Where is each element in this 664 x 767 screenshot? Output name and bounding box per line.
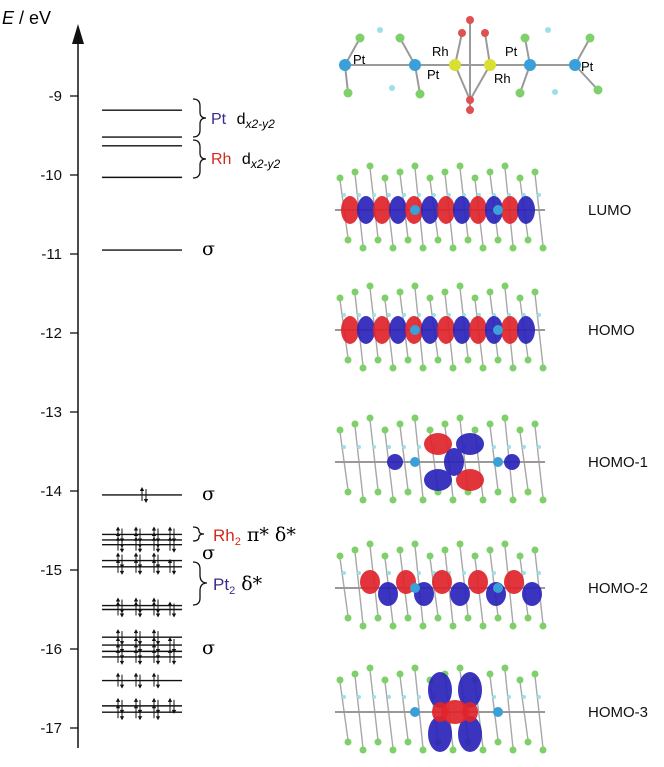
axis-tick-label: -12 xyxy=(40,325,62,342)
electron-pair-icon xyxy=(151,648,161,665)
pt-orbital-d: d xyxy=(237,111,246,128)
electron-pair-icon xyxy=(167,536,177,553)
electron-pair-icon xyxy=(151,704,161,721)
pt-atom-icon xyxy=(409,59,421,71)
structure-label-rh: Rh xyxy=(432,44,449,59)
pt2-delta-label: Pt2 δ* xyxy=(213,573,263,597)
pt-atom-icon xyxy=(339,59,351,71)
electron-pair-icon xyxy=(151,536,161,553)
rh-atom-icon xyxy=(449,59,461,71)
structure-atom-labels: Pt Pt Rh Rh Pt Pt xyxy=(353,44,594,86)
rh-atom-icon xyxy=(484,59,496,71)
rh-orbital-d: d xyxy=(242,151,251,168)
rh2-label: Rh xyxy=(213,526,235,545)
brace-pt2 xyxy=(192,561,208,606)
homo-isosurface-icon xyxy=(335,282,547,372)
electron-pair-icon xyxy=(115,704,125,721)
pt-label: Pt xyxy=(211,111,227,128)
electron-pair-icon xyxy=(151,601,161,618)
orbital-label: HOMO-2 xyxy=(588,580,648,597)
electron-pair-icon xyxy=(151,558,161,575)
structure-label-pt: Pt xyxy=(581,59,594,74)
electron-pair-icon xyxy=(115,601,125,618)
brace-rh2 xyxy=(192,526,205,542)
sigma-label-homo: σ xyxy=(202,483,215,505)
structure-metal-atoms xyxy=(339,59,581,71)
axis-title-symbol: E xyxy=(2,8,15,28)
axis-tick-label: -15 xyxy=(40,562,62,579)
structure-ligand-atoms xyxy=(343,16,603,114)
rh2-pi-delta-label: Rh2 π* δ* xyxy=(213,524,296,548)
electron-pair-icon xyxy=(115,672,125,689)
lumo-isosurface-icon xyxy=(335,162,547,252)
rh-orbital-sub: x2-y2 xyxy=(250,157,281,171)
pt-atom-icon xyxy=(569,59,581,71)
axis-tick-label: -9 xyxy=(49,88,62,105)
pt-orbital-sub: x2-y2 xyxy=(244,117,275,131)
electron-pair-icon xyxy=(115,536,125,553)
orbital-label: HOMO-3 xyxy=(588,704,648,721)
structure-label-rh: Rh xyxy=(494,71,511,86)
electron-pair-icon xyxy=(115,558,125,575)
axis-title: E / eV xyxy=(2,8,51,28)
orbital-label: HOMO xyxy=(588,322,635,339)
electron-pair-icon xyxy=(133,648,143,665)
pt2-orbitals: δ* xyxy=(241,573,262,595)
electron-pair-icon xyxy=(167,648,177,665)
pt2-sub: 2 xyxy=(229,585,235,597)
rh-label: Rh xyxy=(211,151,231,168)
axis-ticks: -9 -10 -11 -12 -13 -14 -15 -16 -17 xyxy=(40,88,78,737)
structure-label-pt: Pt xyxy=(505,44,518,59)
electron-pair-icon xyxy=(167,601,177,618)
axis-tick-label: -10 xyxy=(40,167,62,184)
electron-pair-icon xyxy=(167,558,177,575)
pt2-label: Pt xyxy=(213,575,229,594)
axis-tick-label: -17 xyxy=(40,720,62,737)
electron-pair-icon xyxy=(133,601,143,618)
sigma-label-low: σ xyxy=(202,637,215,659)
pt-atom-icon xyxy=(524,59,536,71)
sigma-label-upper: σ xyxy=(202,238,215,260)
electron-pair-icon xyxy=(133,672,143,689)
brace-rh-dx2y2 xyxy=(192,139,207,179)
axis-tick-label: -14 xyxy=(40,483,62,500)
sigma-label-mid: σ xyxy=(202,542,215,564)
electron-pair-icon xyxy=(133,704,143,721)
molecular-structure: Pt Pt Rh Rh Pt Pt xyxy=(339,16,603,114)
electron-pair-icon xyxy=(151,672,161,689)
rh2-orbitals: π* δ* xyxy=(247,524,296,546)
axis-title-unit: / eV xyxy=(14,8,51,28)
electron-pair-icon xyxy=(133,536,143,553)
electron-pair-icon xyxy=(139,486,149,503)
axis-tick-label: -13 xyxy=(40,404,62,421)
structure-label-pt: Pt xyxy=(427,67,440,82)
electron-pair-icon xyxy=(133,558,143,575)
orbital-label: HOMO-1 xyxy=(588,454,648,471)
braces xyxy=(192,98,208,606)
axis-tick-label: -11 xyxy=(41,246,62,263)
axis-arrow-icon xyxy=(72,24,84,44)
homo1-isosurface-icon xyxy=(335,414,547,504)
structure-label-pt: Pt xyxy=(353,52,366,67)
energy-axis: E / eV -9 -10 -11 -12 -13 -14 -15 -16 -17 xyxy=(2,8,84,748)
energy-levels xyxy=(102,109,182,721)
electron-pair-icon xyxy=(115,648,125,665)
axis-tick-label: -16 xyxy=(40,641,62,658)
rh2-sub: 2 xyxy=(235,536,241,548)
homo2-isosurface-icon xyxy=(335,540,547,630)
orbital-label: LUMO xyxy=(588,202,631,219)
electron-pair-icon xyxy=(167,637,177,654)
brace-pt-dx2y2 xyxy=(192,98,207,138)
pt-dx2y2-label: Pt dx2-y2 xyxy=(211,111,275,131)
homo3-isosurface-icon xyxy=(335,664,547,754)
rh-dx2y2-label: Rh dx2-y2 xyxy=(211,151,280,171)
